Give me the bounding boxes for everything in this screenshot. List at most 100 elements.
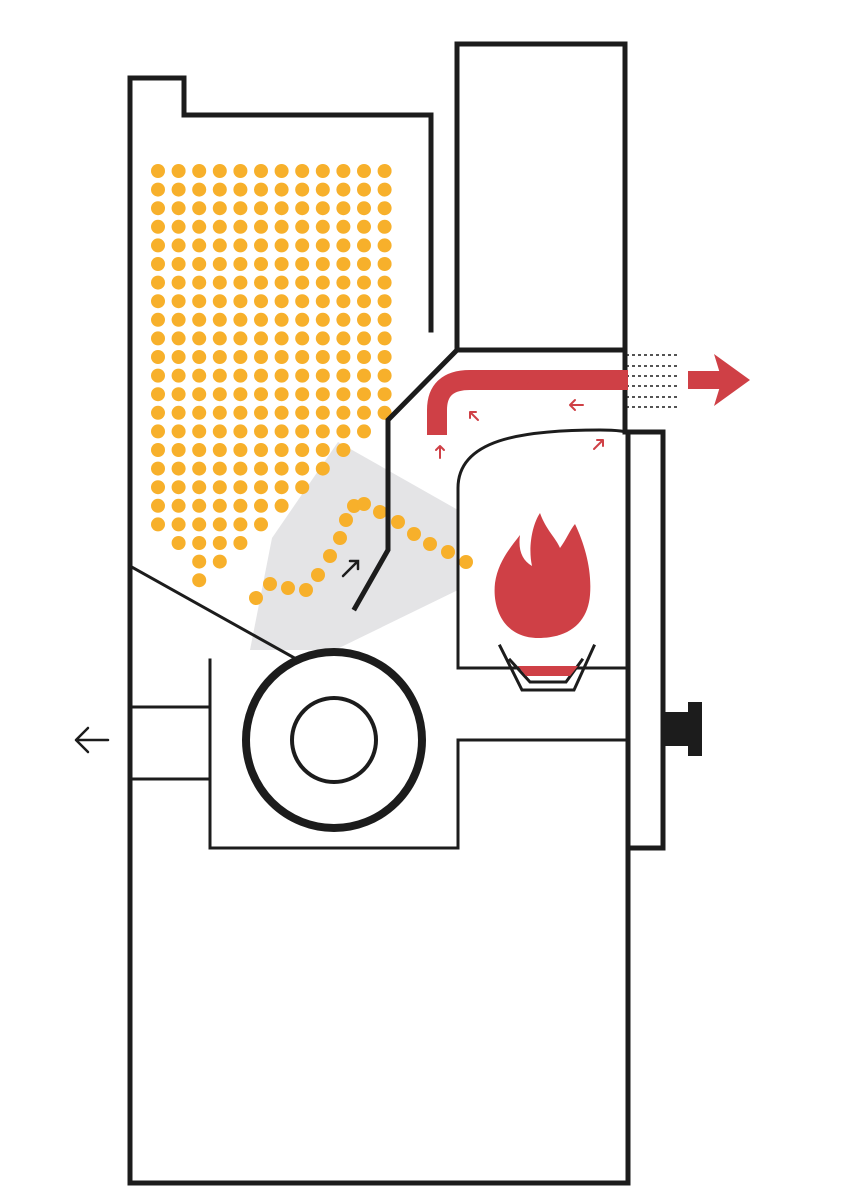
pellet	[212, 238, 227, 253]
pellet	[151, 294, 165, 309]
pellet	[192, 182, 207, 197]
pellet	[171, 238, 186, 253]
pellet	[357, 331, 371, 346]
pellet	[171, 201, 186, 216]
pellet	[274, 387, 289, 402]
pellet	[336, 350, 351, 364]
arrow-up-icon	[435, 445, 445, 459]
pellet	[357, 350, 371, 364]
hopper-floor	[127, 563, 301, 663]
pellet	[171, 164, 186, 178]
pellet	[212, 312, 227, 327]
pellet	[192, 331, 207, 346]
pellet	[151, 219, 165, 234]
pellet	[336, 238, 351, 253]
pellet	[315, 368, 330, 383]
pellet	[336, 331, 351, 346]
pellet	[333, 531, 347, 545]
pellet	[151, 257, 165, 271]
pellet	[192, 498, 207, 513]
pellet	[377, 350, 392, 364]
pellet	[171, 536, 186, 550]
pellet	[339, 513, 353, 527]
pellet	[377, 219, 392, 234]
pellet	[192, 164, 207, 178]
pellet	[295, 219, 310, 234]
pellet	[233, 275, 248, 290]
pellet	[151, 350, 165, 364]
pellet	[233, 480, 248, 495]
pellet	[315, 201, 330, 216]
pellet	[151, 461, 165, 476]
pellet	[336, 405, 351, 420]
arrow-left-icon	[74, 726, 110, 754]
pellet	[233, 312, 248, 327]
door-handle	[663, 702, 702, 756]
pellet	[192, 443, 207, 457]
pellet	[171, 350, 186, 364]
pellet	[171, 461, 186, 476]
pellet	[254, 387, 268, 402]
pellet	[295, 405, 310, 420]
pellet	[212, 331, 227, 346]
pellet	[233, 257, 248, 271]
pellet	[254, 517, 268, 532]
pellet	[274, 294, 289, 309]
pellet	[377, 312, 392, 327]
pellet	[295, 331, 310, 346]
pellet	[315, 238, 330, 253]
burn-pot-embers	[518, 666, 578, 676]
pellet	[151, 424, 165, 439]
pellet	[192, 257, 207, 271]
pellet	[377, 257, 392, 271]
arrow-up-icon	[341, 559, 360, 578]
pellet	[274, 368, 289, 383]
pellet	[315, 219, 330, 234]
pellet	[212, 461, 227, 476]
combustion-chamber-wall	[351, 347, 666, 851]
pellet	[274, 164, 289, 178]
pellet	[441, 545, 455, 559]
pellet	[357, 312, 371, 327]
pellet	[212, 294, 227, 309]
pellet	[377, 238, 392, 253]
pellet	[171, 387, 186, 402]
pellet	[233, 331, 248, 346]
pellet	[357, 368, 371, 383]
pellet	[151, 331, 165, 346]
pellet	[315, 424, 330, 439]
pellet	[274, 405, 289, 420]
pellet	[151, 387, 165, 402]
heat-exchanger-flow	[427, 370, 628, 435]
pellet	[192, 573, 207, 588]
pellet	[274, 257, 289, 271]
pellet	[233, 201, 248, 216]
pellet	[171, 405, 186, 420]
stove-outer-wall	[127, 75, 631, 1186]
pellet	[315, 275, 330, 290]
pellet	[233, 517, 248, 532]
arrow-right-icon	[714, 354, 750, 406]
pellet	[192, 201, 207, 216]
pellet	[295, 461, 310, 476]
pellet	[311, 568, 325, 582]
pellet	[295, 182, 310, 197]
pellet	[295, 387, 310, 402]
pellet	[336, 368, 351, 383]
pellet	[377, 182, 392, 197]
pellet	[254, 238, 268, 253]
pellet	[274, 443, 289, 457]
air-intake-duct	[128, 705, 212, 781]
pellet	[192, 536, 207, 550]
pellet	[336, 219, 351, 234]
pellet	[295, 368, 310, 383]
pellet	[336, 387, 351, 402]
pellet	[151, 201, 165, 216]
pellet	[357, 182, 371, 197]
pellet	[336, 164, 351, 178]
pellet	[315, 331, 330, 346]
pellet	[274, 424, 289, 439]
pellet	[254, 294, 268, 309]
pellet	[192, 480, 207, 495]
